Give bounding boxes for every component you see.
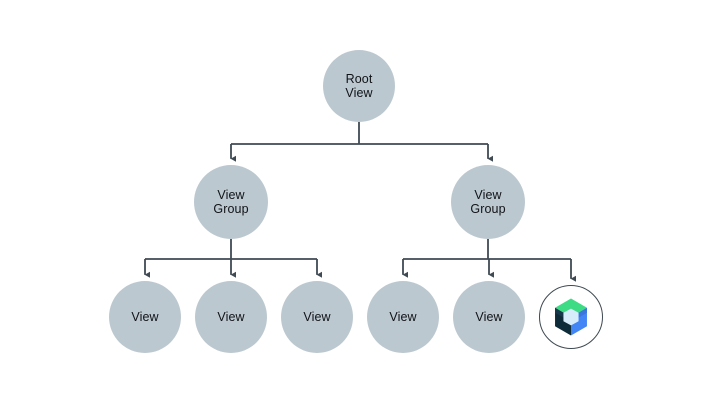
node-view-group-left[interactable]: View Group: [194, 165, 268, 239]
node-view-1[interactable]: View: [109, 281, 181, 353]
jetpack-compose-logo-icon: [550, 296, 592, 338]
node-view-5[interactable]: View: [453, 281, 525, 353]
node-view-4-label: View: [389, 310, 417, 324]
node-view-4[interactable]: View: [367, 281, 439, 353]
node-view-group-right[interactable]: View Group: [451, 165, 525, 239]
node-root-view-label: Root View: [345, 72, 373, 100]
node-view-2-label: View: [217, 310, 245, 324]
node-view-2[interactable]: View: [195, 281, 267, 353]
node-view-group-left-label: View Group: [213, 188, 249, 216]
node-compose[interactable]: [539, 285, 603, 349]
node-view-group-right-label: View Group: [470, 188, 506, 216]
node-view-5-label: View: [475, 310, 503, 324]
node-view-3[interactable]: View: [281, 281, 353, 353]
node-view-1-label: View: [131, 310, 159, 324]
node-root-view[interactable]: Root View: [323, 50, 395, 122]
node-view-3-label: View: [303, 310, 331, 324]
